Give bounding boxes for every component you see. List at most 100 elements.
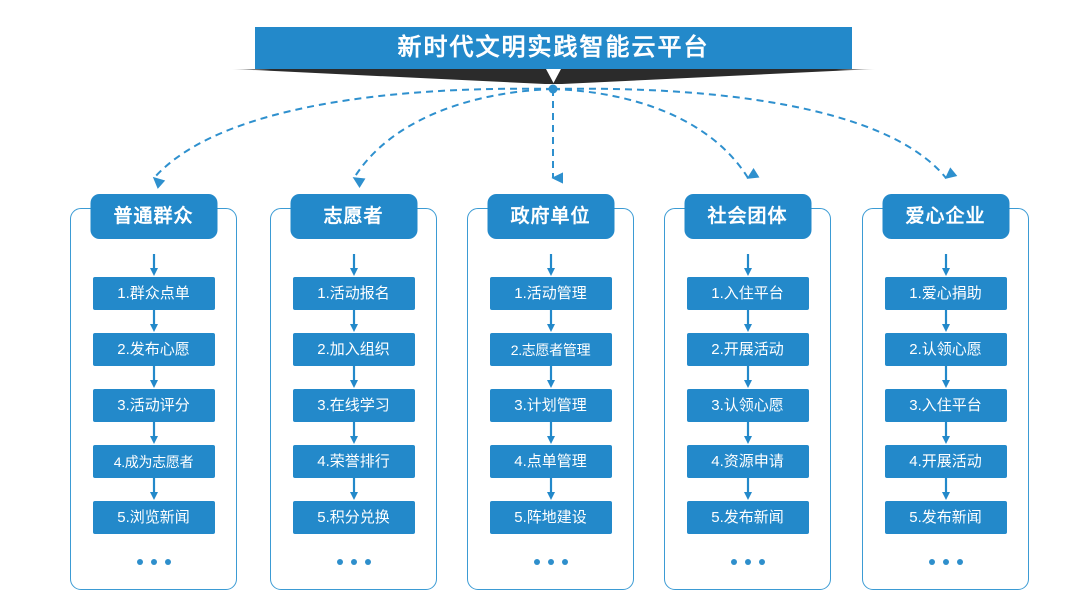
role-items-1: 1.群众点单 2.发布心愿 3.活动评分 4.成为志愿者 5.浏览新闻 bbox=[71, 254, 236, 567]
down-arrow-icon bbox=[349, 310, 358, 332]
down-arrow-icon bbox=[941, 254, 950, 276]
down-arrow-icon bbox=[546, 422, 555, 444]
platform-title-bar: 新时代文明实践智能云平台 bbox=[255, 27, 852, 69]
role-header-5[interactable]: 爱心企业 bbox=[882, 194, 1009, 239]
list-item[interactable]: 4.开展活动 bbox=[884, 445, 1007, 478]
item-label: 3.在线学习 bbox=[317, 397, 390, 414]
down-arrow-icon bbox=[349, 366, 358, 388]
role-header-1[interactable]: 普通群众 bbox=[90, 194, 217, 239]
more-items-ellipsis bbox=[336, 557, 371, 567]
down-arrow-icon bbox=[546, 310, 555, 332]
down-arrow-icon bbox=[546, 366, 555, 388]
down-arrow-icon bbox=[743, 310, 752, 332]
down-arrow-icon bbox=[743, 366, 752, 388]
item-label: 1.爱心捐助 bbox=[909, 285, 982, 302]
list-item[interactable]: 5.发布新闻 bbox=[686, 501, 809, 534]
item-label: 3.入住平台 bbox=[909, 397, 982, 414]
down-arrow-icon bbox=[149, 478, 158, 500]
item-label: 5.发布新闻 bbox=[909, 509, 982, 526]
down-arrow-icon bbox=[149, 366, 158, 388]
item-label: 2.发布心愿 bbox=[117, 341, 190, 358]
item-label: 4.开展活动 bbox=[909, 453, 982, 470]
item-label: 1.群众点单 bbox=[117, 285, 190, 302]
role-header-label: 政府单位 bbox=[510, 206, 591, 227]
list-item[interactable]: 3.认领心愿 bbox=[686, 389, 809, 422]
list-item[interactable]: 5.阵地建设 bbox=[489, 501, 612, 534]
list-item[interactable]: 4.点单管理 bbox=[489, 445, 612, 478]
item-label: 4.荣誉排行 bbox=[317, 453, 390, 470]
role-column-aixin-qiye: 爱心企业 1.爱心捐助 2.认领心愿 3.入住平台 4.开展活动 5.发布新闻 bbox=[862, 194, 1029, 590]
role-column-zhiyuanzhe: 志愿者 1.活动报名 2.加入组织 3.在线学习 4.荣誉排行 5.积分兑换 bbox=[270, 194, 437, 590]
item-label: 4.成为志愿者 bbox=[113, 453, 194, 470]
list-item[interactable]: 3.活动评分 bbox=[92, 389, 215, 422]
item-label: 3.计划管理 bbox=[514, 397, 587, 414]
list-item[interactable]: 3.计划管理 bbox=[489, 389, 612, 422]
item-label: 5.积分兑换 bbox=[317, 509, 390, 526]
role-column-zhengfu-danwei: 政府单位 1.活动管理 2.志愿者管理 3.计划管理 4.点单管理 5.阵地建设 bbox=[467, 194, 634, 590]
role-items-4: 1.入住平台 2.开展活动 3.认领心愿 4.资源申请 5.发布新闻 bbox=[665, 254, 830, 567]
role-items-3: 1.活动管理 2.志愿者管理 3.计划管理 4.点单管理 5.阵地建设 bbox=[468, 254, 633, 567]
down-arrow-icon bbox=[149, 310, 158, 332]
down-arrow-icon bbox=[546, 254, 555, 276]
list-item[interactable]: 4.成为志愿者 bbox=[92, 445, 215, 478]
down-arrow-icon bbox=[743, 478, 752, 500]
item-label: 1.活动管理 bbox=[514, 285, 587, 302]
item-label: 5.阵地建设 bbox=[514, 509, 587, 526]
list-item[interactable]: 2.志愿者管理 bbox=[489, 333, 612, 366]
list-item[interactable]: 4.荣誉排行 bbox=[292, 445, 415, 478]
item-label: 4.点单管理 bbox=[514, 453, 587, 470]
list-item[interactable]: 2.认领心愿 bbox=[884, 333, 1007, 366]
role-header-2[interactable]: 志愿者 bbox=[290, 194, 417, 239]
item-label: 4.资源申请 bbox=[711, 453, 784, 470]
down-arrow-icon bbox=[941, 310, 950, 332]
item-label: 1.入住平台 bbox=[711, 285, 784, 302]
platform-title-banner: 新时代文明实践智能云平台 bbox=[255, 27, 852, 69]
list-item[interactable]: 1.群众点单 bbox=[92, 277, 215, 310]
item-label: 2.加入组织 bbox=[317, 341, 390, 358]
down-arrow-icon bbox=[743, 422, 752, 444]
item-label: 2.志愿者管理 bbox=[510, 341, 591, 358]
list-item[interactable]: 5.积分兑换 bbox=[292, 501, 415, 534]
more-items-ellipsis bbox=[136, 557, 171, 567]
list-item[interactable]: 4.资源申请 bbox=[686, 445, 809, 478]
down-arrow-icon bbox=[349, 478, 358, 500]
list-item[interactable]: 1.活动管理 bbox=[489, 277, 612, 310]
list-item[interactable]: 5.发布新闻 bbox=[884, 501, 1007, 534]
list-item[interactable]: 3.在线学习 bbox=[292, 389, 415, 422]
role-header-3[interactable]: 政府单位 bbox=[487, 194, 614, 239]
list-item[interactable]: 2.开展活动 bbox=[686, 333, 809, 366]
role-items-5: 1.爱心捐助 2.认领心愿 3.入住平台 4.开展活动 5.发布新闻 bbox=[863, 254, 1028, 567]
role-header-label: 爱心企业 bbox=[905, 206, 986, 227]
down-arrow-icon bbox=[941, 478, 950, 500]
list-item[interactable]: 2.发布心愿 bbox=[92, 333, 215, 366]
down-arrow-icon bbox=[349, 254, 358, 276]
list-item[interactable]: 3.入住平台 bbox=[884, 389, 1007, 422]
list-item[interactable]: 1.活动报名 bbox=[292, 277, 415, 310]
role-header-label: 志愿者 bbox=[323, 206, 384, 227]
item-label: 5.浏览新闻 bbox=[117, 509, 190, 526]
down-arrow-icon bbox=[149, 254, 158, 276]
more-items-ellipsis bbox=[730, 557, 765, 567]
item-label: 2.认领心愿 bbox=[909, 341, 982, 358]
down-arrow-icon bbox=[546, 478, 555, 500]
item-label: 2.开展活动 bbox=[711, 341, 784, 358]
role-items-2: 1.活动报名 2.加入组织 3.在线学习 4.荣誉排行 5.积分兑换 bbox=[271, 254, 436, 567]
list-item[interactable]: 1.入住平台 bbox=[686, 277, 809, 310]
role-column-putong-qunzhong: 普通群众 1.群众点单 2.发布心愿 3.活动评分 4.成为志愿者 5.浏览新闻 bbox=[70, 194, 237, 590]
list-item[interactable]: 2.加入组织 bbox=[292, 333, 415, 366]
role-header-label: 普通群众 bbox=[113, 206, 194, 227]
down-arrow-icon bbox=[149, 422, 158, 444]
list-item[interactable]: 1.爱心捐助 bbox=[884, 277, 1007, 310]
item-label: 1.活动报名 bbox=[317, 285, 390, 302]
down-arrow-icon bbox=[941, 422, 950, 444]
more-items-ellipsis bbox=[928, 557, 963, 567]
down-arrow-icon bbox=[349, 422, 358, 444]
list-item[interactable]: 5.浏览新闻 bbox=[92, 501, 215, 534]
down-arrow-icon bbox=[743, 254, 752, 276]
page-title: 新时代文明实践智能云平台 bbox=[397, 34, 710, 61]
item-label: 3.认领心愿 bbox=[711, 397, 784, 414]
role-header-4[interactable]: 社会团体 bbox=[684, 194, 811, 239]
down-arrow-icon bbox=[941, 366, 950, 388]
